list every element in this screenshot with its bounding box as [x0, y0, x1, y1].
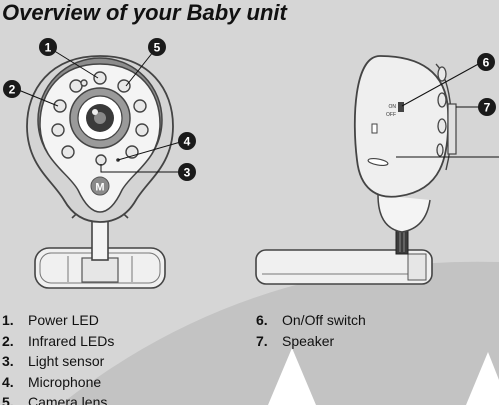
- switch-off-text: OFF: [386, 112, 396, 118]
- legend-front: 1. Power LED 2. Infrared LEDs 3. Light sens…: [2, 310, 114, 405]
- legend-item-speaker: 7. Speaker: [256, 331, 366, 352]
- legend-label: On/Off switch: [282, 312, 366, 328]
- legend-label: Microphone: [28, 373, 102, 390]
- front-view: M: [26, 55, 174, 289]
- speaker: [447, 103, 457, 155]
- callout-2: 2: [3, 80, 21, 98]
- legend-label: Camera lens: [28, 394, 108, 405]
- svg-text:2: 2: [9, 83, 16, 97]
- decorative-triangle-right: [466, 352, 499, 405]
- callout-5: 5: [148, 38, 166, 56]
- legend-item-infrared-leds: 2. Infrared LEDs: [2, 331, 114, 352]
- callout-6: 6: [477, 53, 495, 71]
- legend-item-power-led: 1. Power LED: [2, 310, 114, 331]
- legend-item-microphone: 4. Microphone: [2, 372, 114, 393]
- svg-text:4: 4: [184, 135, 191, 149]
- side-body-shell: [353, 55, 450, 198]
- switch-on-text: ON: [389, 104, 397, 110]
- callout-7: 7: [478, 98, 496, 116]
- legend-number: 5.: [2, 394, 14, 405]
- legend-label: Speaker: [282, 332, 335, 349]
- legend-number: 7.: [256, 332, 268, 349]
- callout-3: 3: [178, 163, 196, 181]
- svg-text:6: 6: [483, 56, 490, 70]
- legend-number: 6.: [256, 312, 268, 328]
- svg-text:5: 5: [154, 41, 161, 55]
- legend-item-light-sensor: 3. Light sensor: [2, 351, 114, 372]
- callout-4: 4: [178, 132, 196, 150]
- svg-text:7: 7: [484, 101, 491, 115]
- legend-item-camera-lens: 5. Camera lens: [2, 392, 114, 405]
- legend-number: 1.: [2, 312, 14, 328]
- page-title: Overview of your Baby unit: [2, 0, 287, 25]
- legend-side: 6. On/Off switch 7. Speaker: [256, 310, 366, 351]
- legend-label: Infrared LEDs: [28, 332, 115, 349]
- decorative-arc: [60, 261, 499, 405]
- power-port: [371, 123, 378, 134]
- legend-number: 4.: [2, 373, 14, 390]
- side-view: ON OFF: [255, 55, 457, 285]
- on-off-switch: [398, 102, 404, 112]
- legend-label: Light sensor: [28, 353, 105, 369]
- decorative-triangle-left: [268, 348, 316, 405]
- svg-text:1: 1: [45, 41, 52, 55]
- infrared-leds: [51, 71, 149, 159]
- legend-label: Power LED: [28, 312, 99, 328]
- callout-1: 1: [39, 38, 57, 56]
- side-stand-base: [255, 249, 433, 285]
- legend-number: 3.: [2, 353, 14, 369]
- light-sensor: [95, 154, 107, 166]
- legend-number: 2.: [2, 332, 14, 349]
- motorola-logo: [90, 176, 110, 196]
- svg-text:3: 3: [184, 166, 191, 180]
- legend-item-on-off-switch: 6. On/Off switch: [256, 310, 366, 331]
- svg-text:M: M: [95, 182, 104, 194]
